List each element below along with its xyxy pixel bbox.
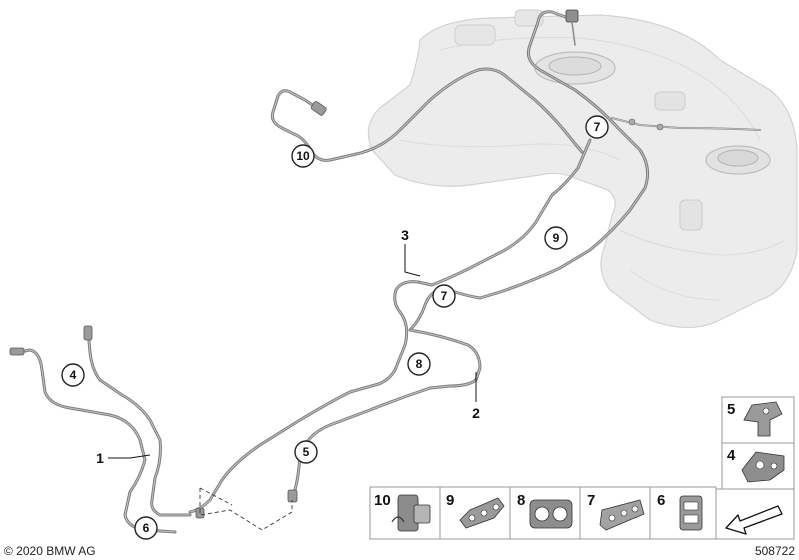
direction-arrow-icon	[725, 505, 783, 535]
label-2: 2	[472, 405, 480, 421]
part-tile-5: 5	[721, 396, 795, 444]
svg-text:7: 7	[594, 120, 601, 134]
svg-text:4: 4	[70, 368, 77, 382]
svg-text:7: 7	[587, 492, 595, 509]
fuel-line-1	[86, 328, 192, 517]
svg-text:5: 5	[727, 401, 735, 418]
clip-5-icon	[743, 401, 783, 437]
label-3: 3	[401, 227, 409, 243]
clip-8-icon	[529, 499, 573, 529]
svg-text:8: 8	[517, 492, 525, 509]
direction-arrow-tile	[715, 488, 795, 540]
svg-text:10: 10	[296, 149, 310, 163]
svg-text:6: 6	[657, 492, 665, 509]
clip-9-icon	[459, 497, 505, 529]
svg-text:8: 8	[416, 357, 423, 371]
fuel-line-2	[290, 328, 482, 502]
clip-10-icon	[391, 494, 431, 532]
callout-9: 9	[544, 226, 568, 250]
callout-6: 6	[134, 516, 158, 540]
fuel-lines	[9, 9, 761, 534]
dashed-guides	[199, 487, 293, 531]
svg-text:6: 6	[143, 521, 150, 535]
svg-text:9: 9	[553, 231, 560, 245]
callout-7-upper: 7	[585, 115, 609, 139]
clip-7-icon	[599, 499, 645, 531]
callout-5: 5	[294, 440, 318, 464]
callout-10: 10	[291, 144, 315, 168]
svg-text:7: 7	[441, 289, 448, 303]
diagram-id: 508722	[755, 544, 795, 558]
label-1: 1	[96, 450, 104, 466]
part-tile-9: 9	[439, 486, 511, 540]
callout-7-lower: 7	[432, 284, 456, 308]
clip-6-icon	[679, 495, 703, 531]
svg-text:10: 10	[374, 492, 391, 509]
parts-panel: 10 9 8	[369, 396, 795, 540]
svg-text:9: 9	[446, 492, 454, 509]
part-tile-10: 10	[369, 486, 441, 540]
part-tile-8: 8	[509, 486, 581, 540]
callout-4: 4	[61, 363, 85, 387]
copyright-text: © 2020 BMW AG	[4, 544, 96, 558]
fuel-tank	[367, 9, 798, 329]
leader-lines	[108, 244, 477, 459]
part-tile-7: 7	[579, 486, 651, 540]
svg-text:4: 4	[727, 447, 736, 464]
part-tile-4: 4	[721, 442, 795, 490]
clip-4-icon	[741, 451, 785, 483]
svg-text:5: 5	[303, 445, 310, 459]
part-tile-6: 6	[649, 486, 717, 540]
callout-8: 8	[407, 352, 431, 376]
